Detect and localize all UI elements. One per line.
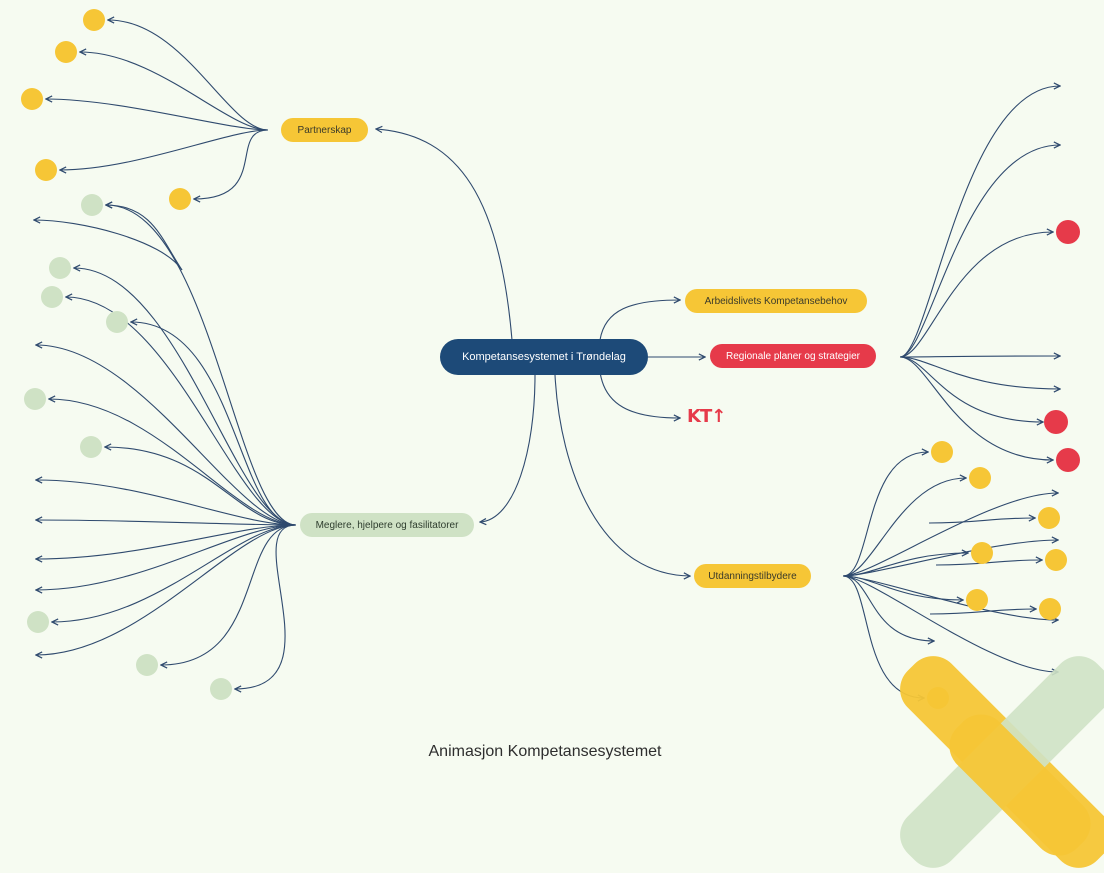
connector-regionale-leaf xyxy=(899,356,1060,357)
connector-center-arbeidsliv xyxy=(599,300,680,341)
branch-arbeidsliv[interactable]: Arbeidslivets Kompetansebehov xyxy=(685,289,867,313)
connector-utdanning-leaf xyxy=(842,493,1058,577)
connector-regionale-leaf xyxy=(899,86,1060,358)
connector-center-kt xyxy=(599,371,680,418)
connector-utdanning-sub xyxy=(935,560,1042,566)
meglere-leaf-dot xyxy=(41,286,63,308)
connector-meglere-leaf xyxy=(36,345,297,526)
connector-partnerskap-leaf xyxy=(194,129,269,199)
connector-utdanning-leaf xyxy=(842,575,963,600)
meglere-leaf-dot xyxy=(49,257,71,279)
utdanning-sub-dot xyxy=(1039,598,1061,620)
utdanning-leaf-dot xyxy=(971,542,993,564)
connector-utdanning-leaf xyxy=(842,540,1058,577)
connector-meglere-leaf xyxy=(36,524,297,559)
connector-meglere-leaf xyxy=(36,480,297,526)
connector-meglere-leaf xyxy=(131,322,297,526)
connector-regionale-leaf xyxy=(899,356,1053,460)
connector-meglere-leaf xyxy=(161,524,297,665)
connector-meglere-leaf xyxy=(105,447,297,526)
connector-partnerskap-leaf xyxy=(108,20,269,131)
connector-meglere-leaf xyxy=(52,524,297,622)
utdanning-leaf-dot xyxy=(966,589,988,611)
regionale-leaf-dot xyxy=(1044,410,1068,434)
partnerskap-leaf-dot xyxy=(169,188,191,210)
branch-partnerskap[interactable]: Partnerskap xyxy=(281,118,368,142)
meglere-leaf-dot xyxy=(106,311,128,333)
regionale-leaf-dot xyxy=(1056,220,1080,244)
connector-partnerskap-leaf xyxy=(80,52,269,131)
connector-center-meglere xyxy=(480,374,536,522)
meglere-leaf-dot xyxy=(80,436,102,458)
utdanning-leaf-dot xyxy=(969,467,991,489)
connector-meglere-leaf xyxy=(36,520,297,526)
connector-meglere-leaf xyxy=(49,399,297,526)
utdanning-leaf-dot xyxy=(931,441,953,463)
partnerskap-leaf-dot xyxy=(55,41,77,63)
connector-center-utdanning xyxy=(554,374,690,576)
connector-utdanning-sub xyxy=(929,609,1036,615)
caption: Animasjon Kompetansesystemet xyxy=(428,743,662,760)
utdanning-sub-dot xyxy=(1045,549,1067,571)
connector-utdanning-leaf xyxy=(842,575,934,641)
connector-partnerskap-leaf xyxy=(46,99,269,131)
center-node[interactable]: Kompetansesystemet i Trøndelag xyxy=(440,339,648,375)
decorative-logo-shape xyxy=(900,656,1104,868)
connector-meglere-leaf xyxy=(66,297,297,526)
connector-partnerskap-leaf xyxy=(60,129,269,170)
meglere-leaf-dot xyxy=(210,678,232,700)
partnerskap-leaf-dot xyxy=(21,88,43,110)
connector-meglere-leaf xyxy=(36,524,297,655)
connector-meglere-sub xyxy=(34,220,183,271)
connector-meglere-leaf xyxy=(106,205,297,526)
meglere-leaf-dot xyxy=(136,654,158,676)
connector-regionale-leaf xyxy=(899,232,1053,358)
kt-logo: KT↑ xyxy=(687,406,726,427)
meglere-leaf-dot xyxy=(24,388,46,410)
connector-regionale-leaf xyxy=(899,356,1060,389)
partnerskap-leaf-dot xyxy=(35,159,57,181)
branch-regionale[interactable]: Regionale planer og strategier xyxy=(710,344,876,368)
connector-utdanning-leaf xyxy=(842,575,1058,672)
connector-regionale-leaf xyxy=(899,356,1043,422)
connector-meglere-leaf xyxy=(235,524,297,689)
meglere-leaf-dot xyxy=(27,611,49,633)
connector-utdanning-leaf xyxy=(842,478,966,577)
branch-utdanning[interactable]: Utdanningstilbydere xyxy=(694,564,811,588)
connector-utdanning-sub xyxy=(928,518,1035,524)
connector-meglere-leaf xyxy=(36,524,297,590)
partnerskap-leaf-dot xyxy=(83,9,105,31)
connector-regionale-leaf xyxy=(899,145,1060,358)
meglere-leaf-dot xyxy=(81,194,103,216)
connector-center-partnerskap xyxy=(376,129,513,341)
connector-meglere-sub xyxy=(106,205,183,271)
connector-utdanning-leaf xyxy=(842,452,928,577)
utdanning-sub-dot xyxy=(1038,507,1060,529)
branch-meglere[interactable]: Meglere, hjelpere og fasilitatorer xyxy=(300,513,474,537)
regionale-leaf-dot xyxy=(1056,448,1080,472)
connector-utdanning-leaf xyxy=(842,575,1058,620)
